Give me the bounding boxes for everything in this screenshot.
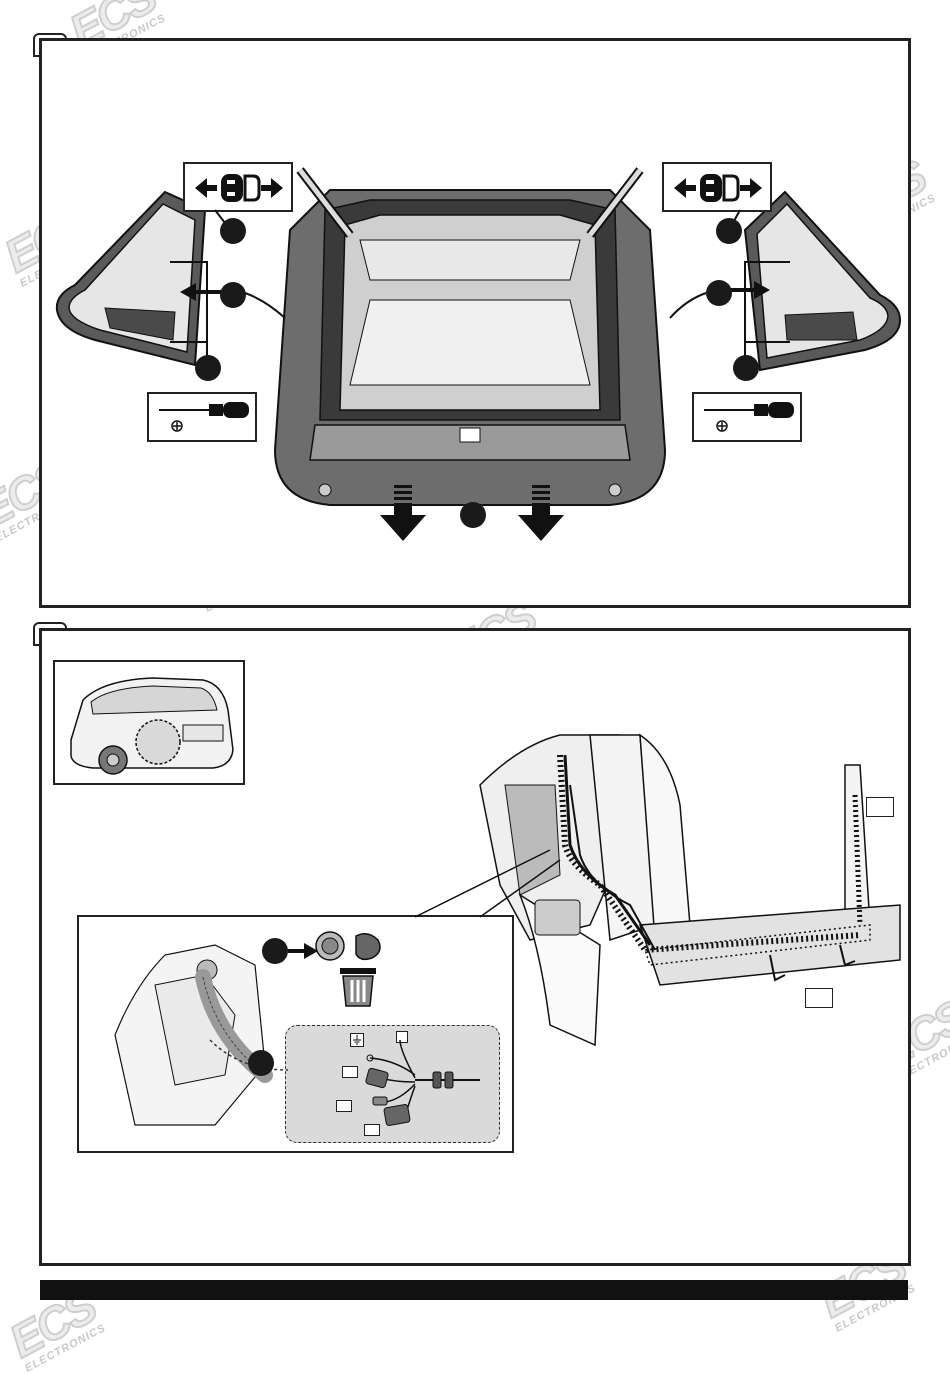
callout-marker bbox=[262, 938, 288, 964]
connector-disconnect-box-left bbox=[183, 162, 293, 212]
callout-marker bbox=[220, 218, 246, 244]
right-tail-light bbox=[743, 190, 902, 372]
label-tag bbox=[364, 1124, 380, 1136]
label-tag bbox=[866, 797, 894, 817]
remove-grommet-arrow bbox=[288, 943, 318, 959]
vehicle-overview-inset bbox=[53, 660, 245, 785]
arrow-down-icon bbox=[380, 485, 426, 541]
trash-bin-icon bbox=[340, 968, 376, 1007]
callout-marker bbox=[248, 1050, 274, 1076]
screwdriver-icon bbox=[159, 402, 249, 432]
label-tag bbox=[396, 1031, 408, 1043]
screwdriver-icon bbox=[704, 402, 794, 432]
wiring-harness bbox=[365, 1039, 480, 1126]
left-tail-light bbox=[55, 190, 207, 367]
callout-marker bbox=[460, 502, 486, 528]
label-tag bbox=[342, 1066, 358, 1078]
arrow-down-icon bbox=[518, 485, 564, 541]
car-rear-open-tailgate bbox=[273, 167, 667, 506]
callout-marker bbox=[706, 280, 732, 306]
screwdriver-box-right bbox=[692, 392, 802, 442]
vehicle-rear-view bbox=[70, 677, 234, 775]
detail-body-panel bbox=[114, 944, 273, 1126]
grommet-icon bbox=[315, 931, 381, 961]
ground-symbol-icon bbox=[350, 1033, 364, 1047]
callout-marker bbox=[195, 355, 221, 381]
wiring-route-diagram bbox=[479, 733, 901, 1047]
screwdriver-box-left bbox=[147, 392, 257, 442]
callout-marker bbox=[220, 282, 246, 308]
connector-disconnect-icon bbox=[674, 174, 762, 202]
callout-marker bbox=[716, 218, 742, 244]
label-tag bbox=[336, 1100, 352, 1112]
callout-marker bbox=[733, 355, 759, 381]
connector-disconnect-icon bbox=[195, 174, 283, 202]
label-tag bbox=[805, 988, 833, 1008]
connector-disconnect-box-right bbox=[662, 162, 772, 212]
detail-inset-leader-lines bbox=[414, 849, 561, 918]
footer-bar bbox=[40, 1280, 908, 1300]
harness-dotted-connector bbox=[209, 1039, 289, 1071]
